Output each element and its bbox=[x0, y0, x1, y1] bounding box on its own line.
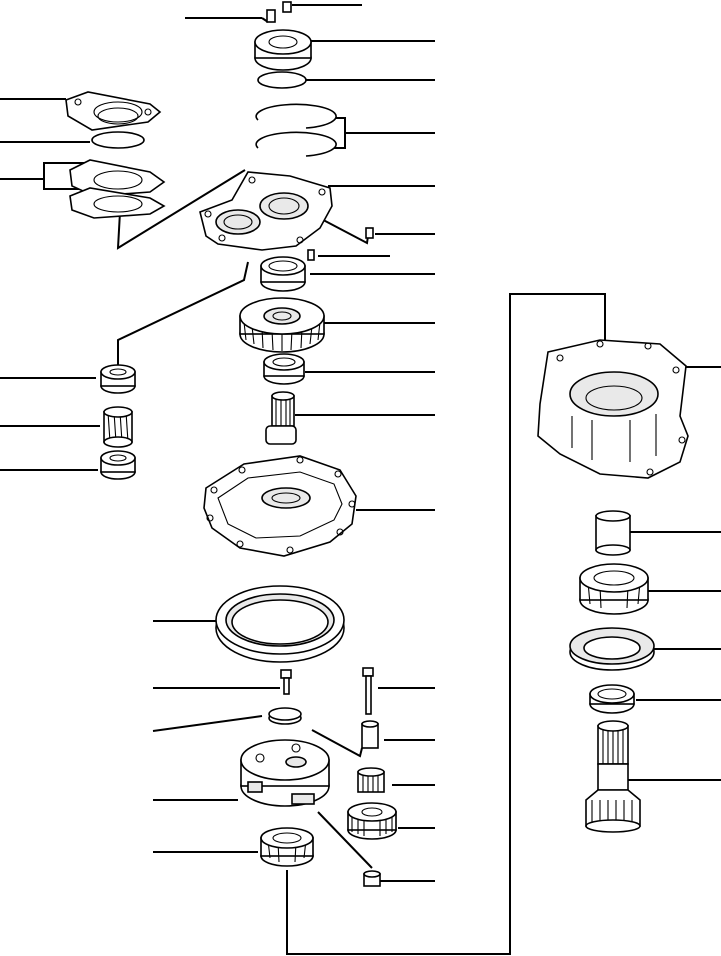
main-housing bbox=[203, 455, 357, 557]
large-spur-gear bbox=[239, 297, 325, 353]
leader-line bbox=[152, 715, 263, 732]
planet-carrier bbox=[240, 739, 330, 807]
needle-roller bbox=[357, 767, 385, 793]
leader-line bbox=[286, 293, 606, 955]
dowel-pin bbox=[307, 249, 315, 261]
bearing-left-bottom bbox=[100, 450, 136, 480]
bearing-left-top bbox=[100, 364, 136, 394]
ring-gear bbox=[215, 585, 345, 663]
bushing-right bbox=[595, 510, 631, 556]
splined-shaft-small bbox=[265, 391, 297, 445]
long-bolt bbox=[362, 667, 374, 715]
gear-case-top bbox=[199, 171, 333, 251]
carrier-bearing bbox=[260, 827, 314, 867]
flange-housing-left bbox=[65, 91, 162, 131]
bearing-race-right bbox=[589, 684, 635, 714]
gear-left bbox=[103, 406, 133, 448]
thrust-pad bbox=[363, 870, 381, 887]
seal-ring-right bbox=[569, 627, 655, 671]
short-bolt bbox=[280, 669, 292, 695]
bearing-cup-upper bbox=[260, 256, 306, 292]
small-bolt bbox=[365, 227, 374, 239]
output-shaft bbox=[585, 720, 641, 833]
washer bbox=[268, 707, 302, 725]
leader-line bbox=[43, 162, 86, 190]
bearing-cone-upper bbox=[263, 353, 305, 385]
snap-ring-pair bbox=[255, 103, 337, 157]
bearing-right bbox=[579, 563, 649, 615]
leader-line bbox=[311, 729, 363, 758]
leader-line bbox=[117, 261, 249, 368]
final-drive-housing bbox=[537, 339, 689, 479]
planet-gear bbox=[347, 802, 397, 840]
screw-plug-top bbox=[266, 1, 292, 23]
sleeve-bushing bbox=[361, 720, 379, 749]
cover-plate bbox=[254, 29, 312, 71]
leader-line bbox=[116, 169, 246, 250]
gasket-pair-left bbox=[69, 159, 166, 219]
o-ring-top bbox=[257, 71, 307, 89]
leader-line bbox=[317, 811, 373, 869]
o-ring-left bbox=[91, 131, 145, 149]
